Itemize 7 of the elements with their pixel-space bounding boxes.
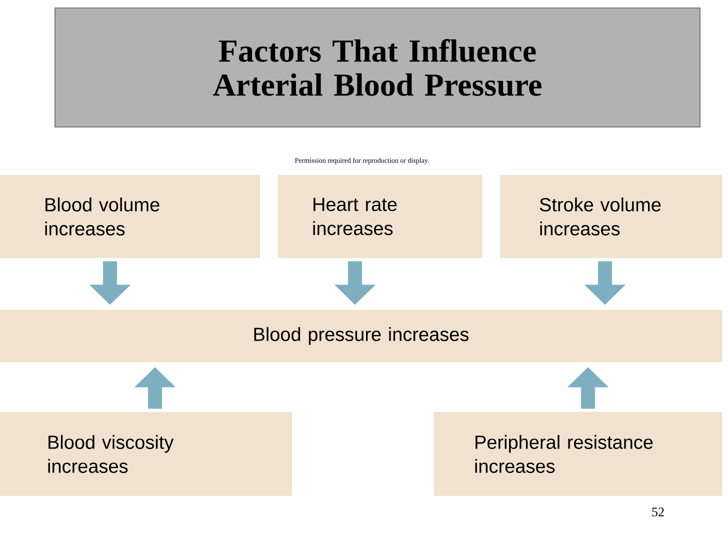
title-banner: Factors That Influence Arterial Blood Pressure [54, 8, 700, 128]
text-box: Peripheral resistance increases [434, 412, 722, 496]
text-box: Heart rate increases [278, 175, 482, 258]
text-box: Blood volume increases [0, 175, 260, 258]
text-box: Stroke volume increases [500, 175, 722, 258]
text-box: Blood pressure increases [0, 310, 722, 362]
text-box: Blood viscosity increases [0, 412, 292, 496]
